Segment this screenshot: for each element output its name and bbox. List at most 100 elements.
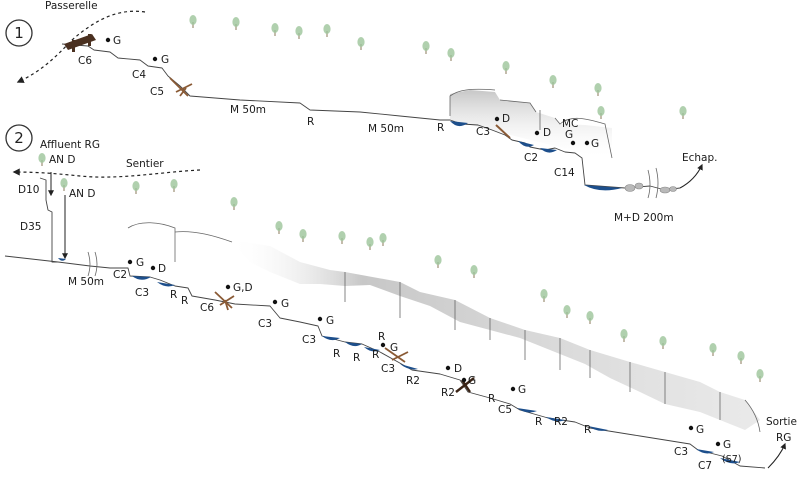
- tree-icon: [275, 221, 283, 234]
- label-g3: G: [565, 129, 573, 141]
- tree-icon: [379, 233, 387, 246]
- anchors-section-2: [127, 259, 721, 447]
- label-g-a: G: [136, 257, 144, 269]
- tree-icon: [323, 24, 331, 37]
- gap-mark-4: [94, 251, 98, 277]
- tree-icon: [679, 106, 687, 119]
- label-s7: (S7): [722, 454, 742, 465]
- label-c5: C5: [150, 86, 164, 98]
- tree-icon: [659, 336, 667, 349]
- tree-icon: [709, 343, 717, 356]
- canyon-wall-shading-2: [230, 240, 760, 430]
- label-c3c: C3: [302, 334, 316, 346]
- tree-icon: [737, 351, 745, 364]
- trees-layer: [38, 15, 764, 382]
- label-g-g: G: [696, 424, 704, 436]
- tree-icon: [594, 83, 602, 96]
- label-g2: G: [161, 54, 169, 66]
- label-r2c: R2: [554, 416, 568, 428]
- tree-icon: [434, 255, 442, 268]
- tree-icon: [540, 289, 548, 302]
- pool-1a: [450, 121, 468, 127]
- passerelle-post-2: [88, 34, 91, 46]
- label-and2: AN D: [69, 188, 95, 200]
- tree-icon: [232, 17, 240, 30]
- label-d-b: D: [454, 363, 462, 375]
- label-c14: C14: [554, 167, 575, 179]
- label-c2: C2: [113, 269, 127, 281]
- label-md200: M+D 200m: [614, 212, 674, 224]
- river-bed-section-1: [61, 43, 681, 191]
- label-m50b: M 50m: [368, 123, 404, 135]
- tree-icon: [366, 237, 374, 250]
- log-jam-c6: [214, 291, 235, 311]
- pool-1d: [584, 185, 622, 191]
- label-mc: MC: [562, 118, 578, 130]
- label-r-h: R: [535, 416, 542, 428]
- cliff-outline-1c: [554, 117, 613, 159]
- pool-1b: [518, 141, 534, 147]
- tree-icon: [502, 61, 510, 74]
- section-1-badge: [5, 19, 33, 47]
- label-g-e: G: [468, 375, 476, 387]
- trail-dashed-passerelle: [16, 10, 146, 83]
- labels-section-1: Passerelle C6 G G C4 C5 M 50m R M 50m R …: [45, 0, 718, 224]
- label-d1: D: [502, 113, 510, 125]
- tree-icon: [447, 48, 455, 61]
- gap-mark-1: [647, 169, 651, 199]
- label-c3e: C3: [674, 446, 688, 458]
- label-and1: AN D: [49, 154, 75, 166]
- label-sortie: Sortie: [766, 416, 797, 428]
- tributary-falls: [39, 177, 58, 263]
- label-rg: RG: [776, 432, 791, 444]
- section-1: 1: [5, 0, 718, 224]
- label-g-b: G: [281, 298, 289, 310]
- tributary-water: [58, 258, 66, 261]
- label-c6: C6: [200, 302, 214, 314]
- tree-icon: [295, 26, 303, 39]
- label-c3d: C3: [381, 363, 395, 375]
- tree-icon: [597, 106, 605, 119]
- label-c4: C4: [132, 69, 146, 81]
- label-r-d: R: [333, 348, 340, 360]
- label-c2: C2: [524, 152, 538, 164]
- sortie-arrow: [767, 442, 786, 469]
- cliff-outline-1a: [449, 88, 496, 116]
- tree-icon: [299, 229, 307, 242]
- gap-mark-3: [87, 251, 91, 277]
- label-r2b: R2: [441, 387, 455, 399]
- tree-icon: [170, 179, 178, 192]
- tree-icon: [271, 23, 279, 36]
- tree-icon: [563, 305, 571, 318]
- cliff-outline-1b: [499, 99, 537, 113]
- label-m50a: M 50m: [230, 104, 266, 116]
- label-d-a: D: [158, 263, 166, 275]
- section-2-badge: [5, 124, 33, 152]
- tree-icon: [549, 75, 557, 88]
- tree-icon: [38, 153, 46, 166]
- passerelle-post-1: [72, 40, 75, 52]
- tree-icon: [338, 231, 346, 244]
- label-r1: R: [307, 116, 314, 128]
- label-d35: D35: [20, 221, 41, 233]
- pools-section-2: [132, 276, 740, 464]
- log-c3: [495, 124, 511, 139]
- trail-dashed-sentier: [12, 168, 201, 178]
- label-c3b: C3: [258, 318, 272, 330]
- tree-icon: [756, 369, 764, 382]
- tree-icon: [470, 265, 478, 278]
- label-c6: C6: [78, 55, 92, 67]
- label-r-i: R: [584, 424, 591, 436]
- label-echap: Echap.: [682, 152, 718, 164]
- cliff-verticals-2: [127, 222, 761, 433]
- label-g-d: G: [390, 342, 398, 354]
- label-c5: C5: [498, 404, 512, 416]
- label-c3a: C3: [135, 287, 149, 299]
- label-r2a: R2: [406, 375, 420, 387]
- tree-icon: [620, 329, 628, 342]
- label-r-c: R: [378, 331, 385, 343]
- gap-mark-2: [655, 167, 659, 199]
- tree-icon: [189, 15, 197, 28]
- label-r-f: R: [372, 349, 379, 361]
